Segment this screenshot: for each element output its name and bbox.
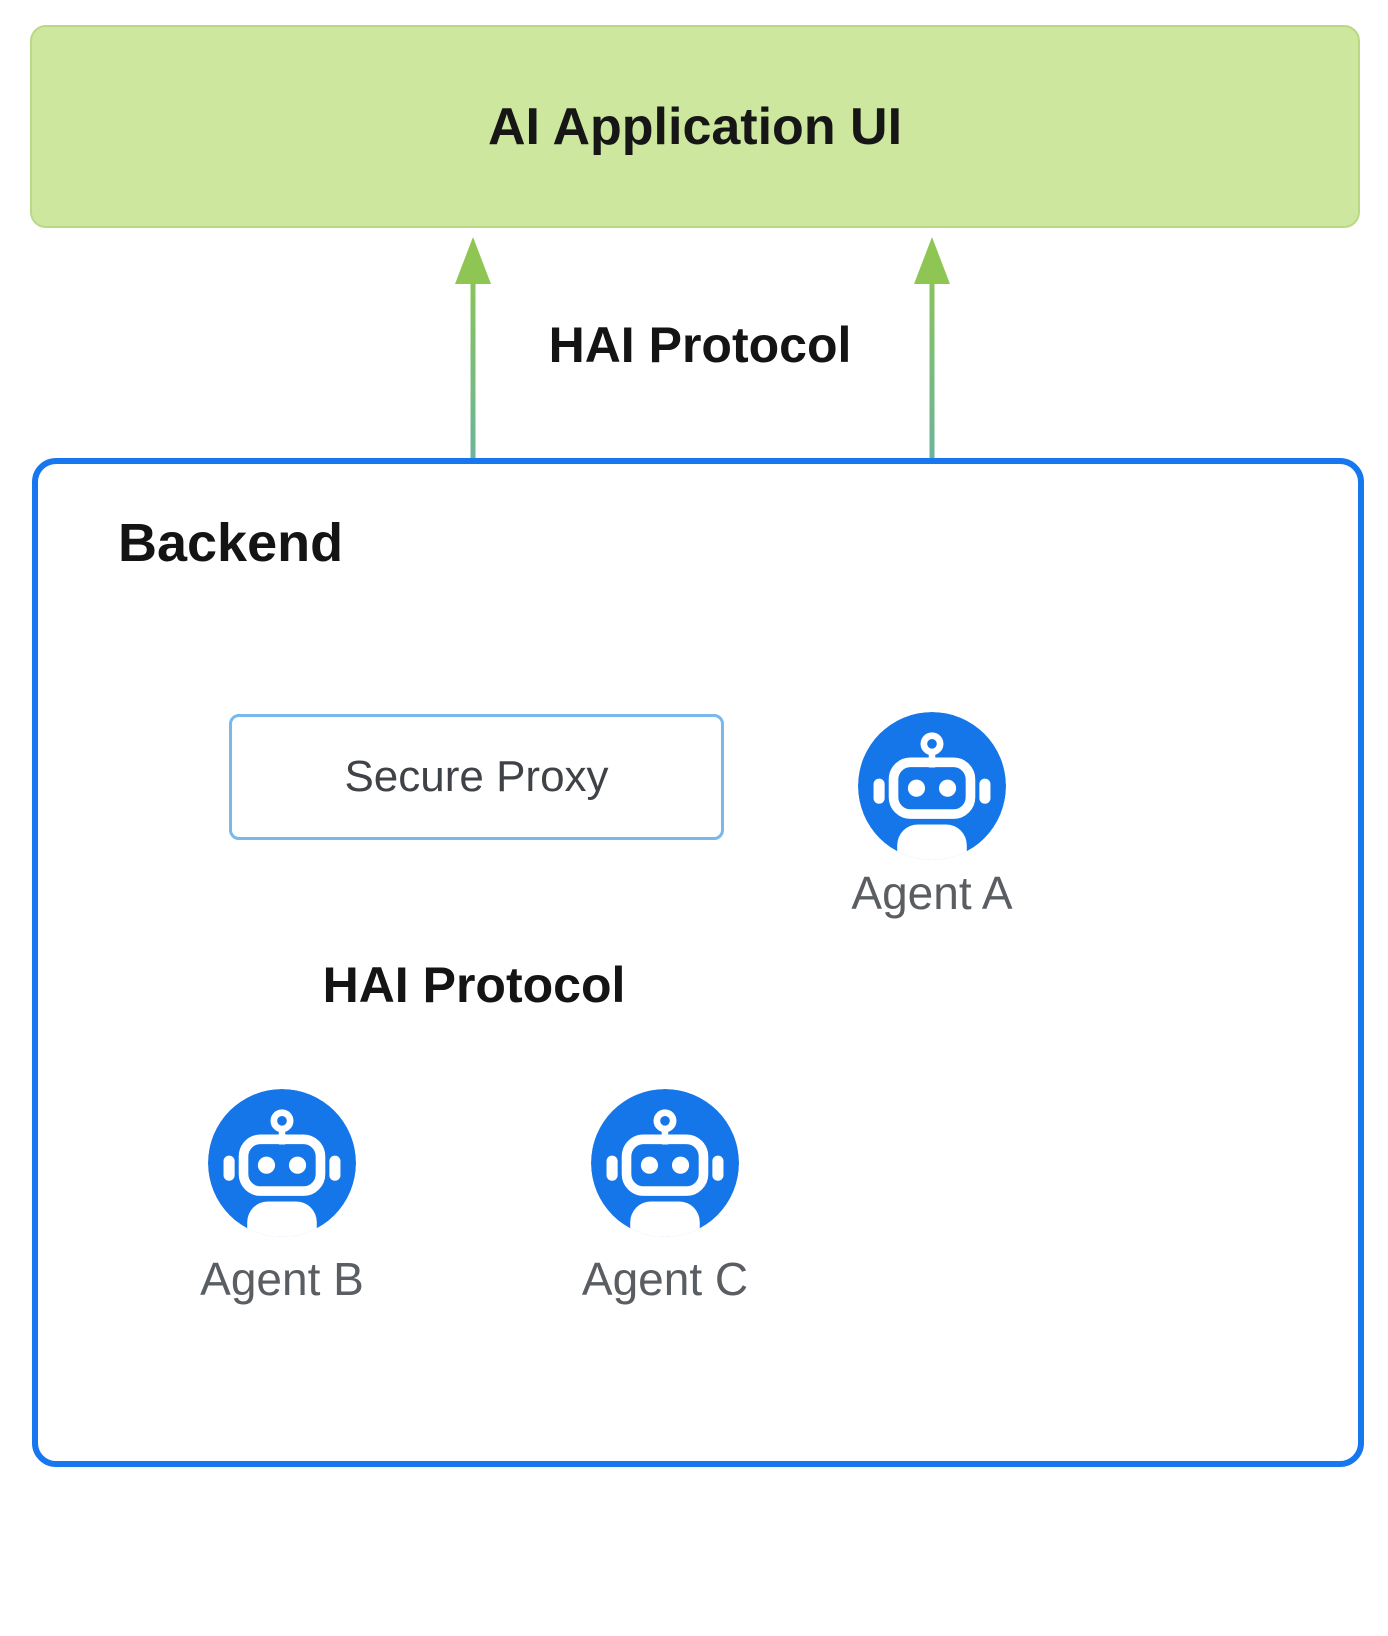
agent-c-icon: [591, 1089, 739, 1237]
hai-protocol-label-bottom: HAI Protocol: [322, 957, 626, 1013]
secure-proxy-box: Secure Proxy: [229, 714, 724, 840]
hai-protocol-label-top: HAI Protocol: [548, 317, 852, 373]
backend-label: Backend: [118, 513, 344, 573]
agent-a-icon: [858, 712, 1006, 860]
backend-box: [32, 458, 1364, 1467]
agent-b-label: Agent B: [200, 1253, 364, 1305]
secure-proxy-label: Secure Proxy: [344, 752, 609, 801]
agent-b-icon: [208, 1089, 356, 1237]
ai-application-ui-box: AI Application UI: [30, 25, 1360, 228]
robot-icon: [208, 1089, 356, 1237]
ai-application-ui-title: AI Application UI: [487, 97, 903, 156]
agent-a-label: Agent A: [851, 867, 1013, 919]
robot-icon: [858, 712, 1006, 860]
agent-c-label: Agent C: [581, 1253, 749, 1305]
robot-icon: [591, 1089, 739, 1237]
